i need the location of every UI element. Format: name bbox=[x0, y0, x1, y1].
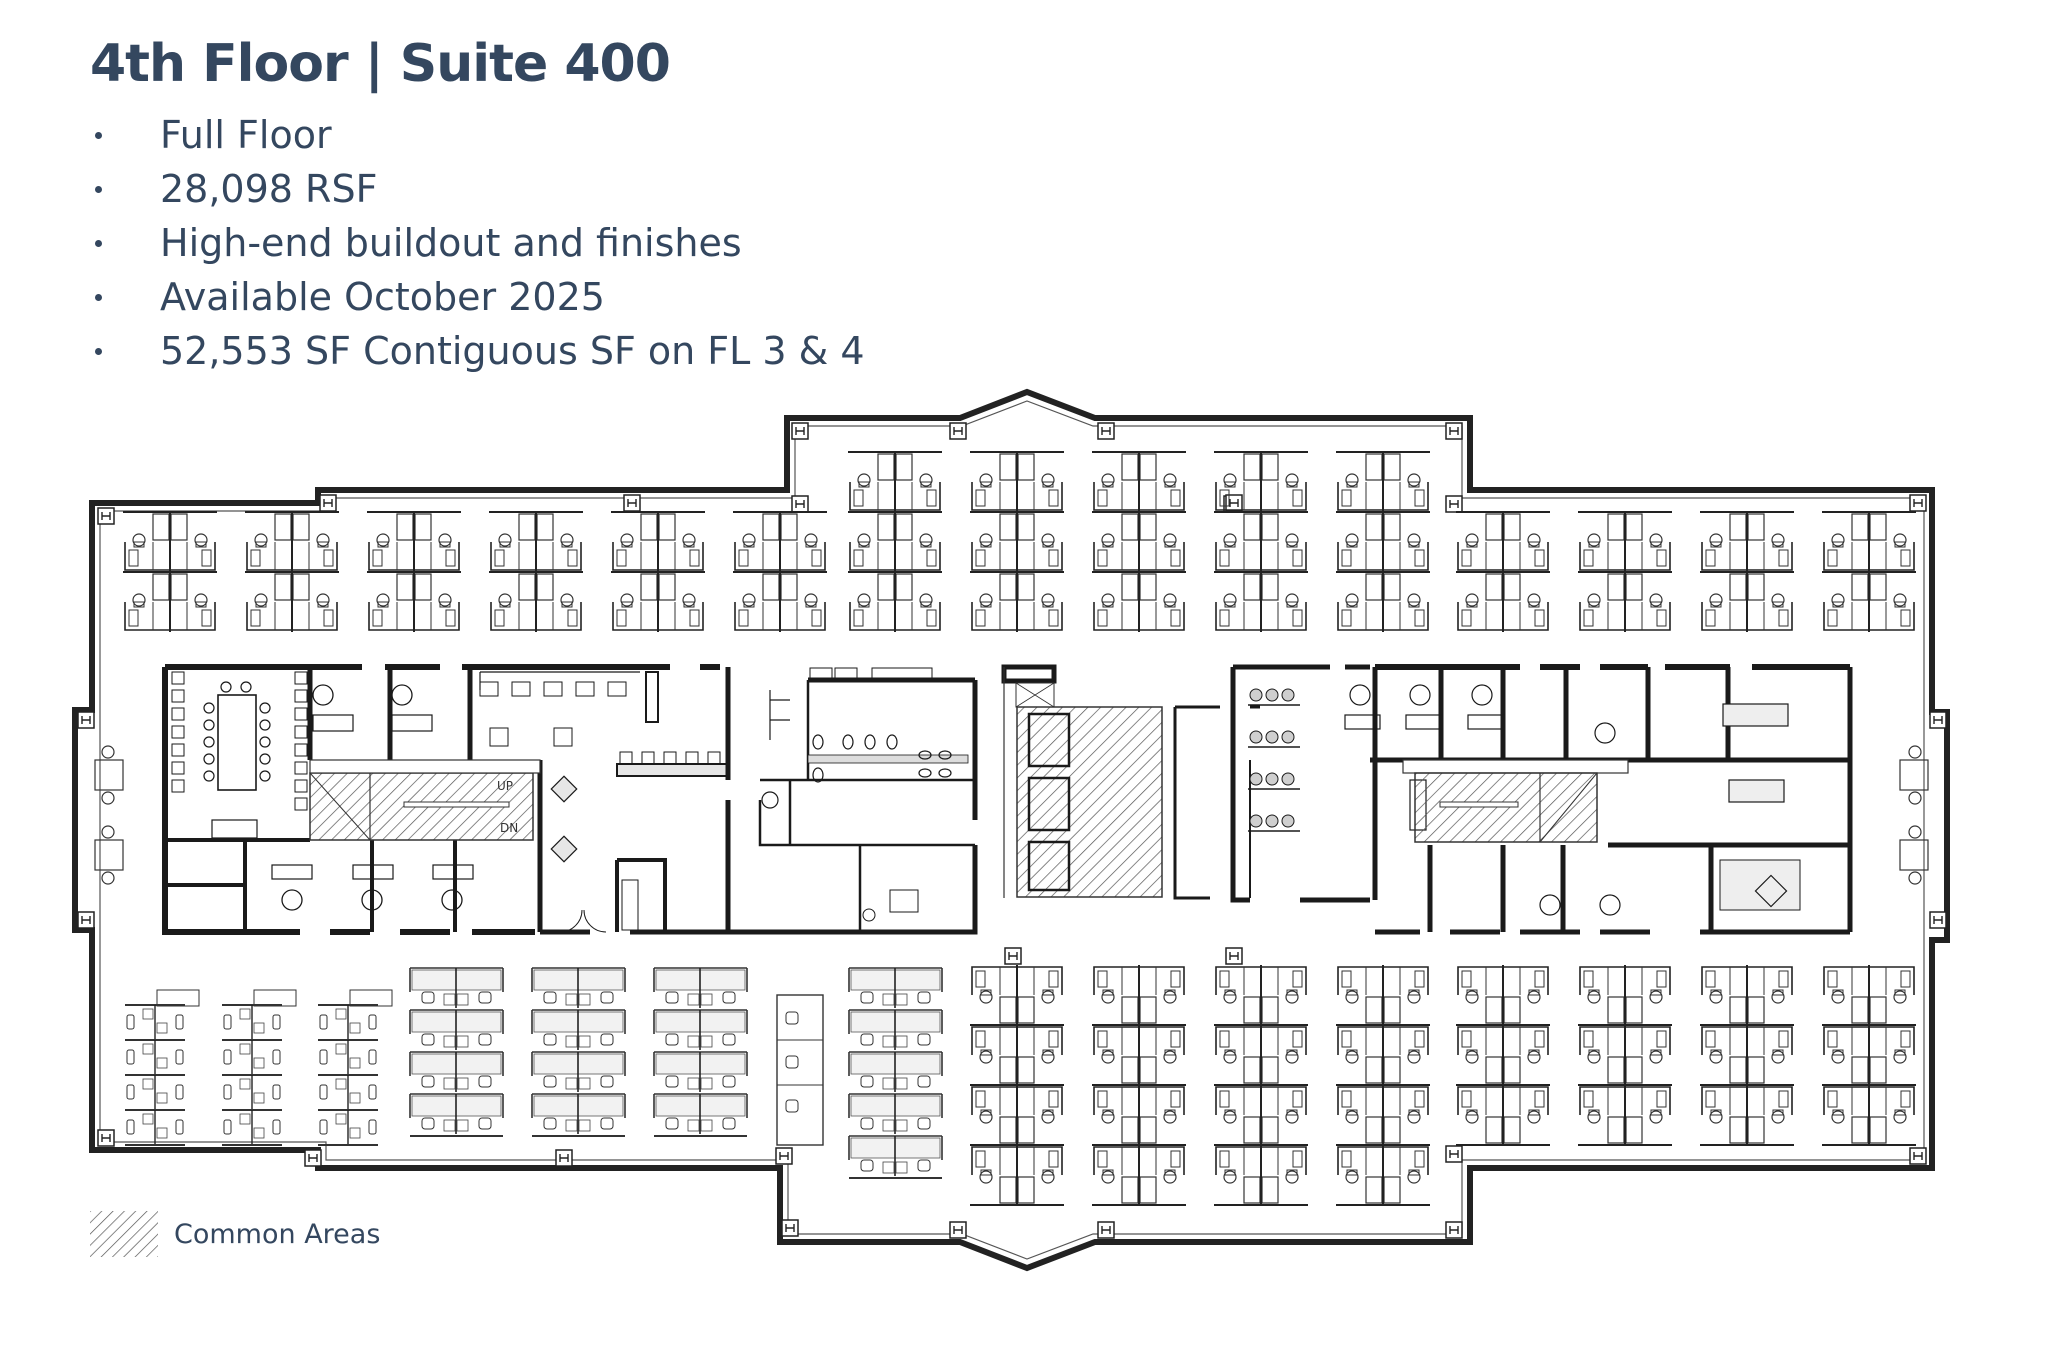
bullet-icon bbox=[95, 348, 102, 355]
feature-text: High-end buildout and finishes bbox=[160, 221, 742, 265]
core-right bbox=[1173, 664, 1853, 935]
common-area-elevator-core bbox=[1001, 664, 1163, 898]
bullet-icon bbox=[95, 186, 102, 193]
feature-item: 28,098 RSF bbox=[92, 162, 865, 216]
feature-list: Full Floor 28,098 RSF High-end buildout … bbox=[92, 108, 865, 378]
page-title: 4th Floor | Suite 400 bbox=[90, 34, 671, 94]
feature-text: Full Floor bbox=[160, 113, 332, 157]
feature-item: High-end buildout and finishes bbox=[92, 216, 865, 270]
bullet-icon bbox=[95, 240, 102, 247]
core-left bbox=[162, 664, 760, 935]
workstations-top-center bbox=[847, 451, 1431, 633]
core-middle bbox=[725, 667, 978, 935]
feature-item: Available October 2025 bbox=[92, 270, 865, 324]
workstations-top-left bbox=[122, 511, 828, 633]
legend-label: Common Areas bbox=[174, 1218, 381, 1250]
common-area-left-stair: UP DN bbox=[309, 759, 541, 841]
side-workstations bbox=[94, 745, 1929, 885]
common-area-right-stair bbox=[1402, 759, 1629, 843]
bullet-icon bbox=[95, 294, 102, 301]
feature-item: 52,553 SF Contiguous SF on FL 3 & 4 bbox=[92, 324, 865, 378]
bullet-icon bbox=[95, 132, 102, 139]
stair-up-label: UP bbox=[497, 779, 513, 793]
benching-bottom-left bbox=[124, 967, 943, 1179]
diagonal-hatch-icon bbox=[90, 1211, 158, 1257]
feature-text: Available October 2025 bbox=[160, 275, 605, 319]
feature-text: 28,098 RSF bbox=[160, 167, 378, 211]
stair-down-label: DN bbox=[500, 821, 518, 835]
legend: Common Areas bbox=[90, 1210, 380, 1258]
workstations-top-right bbox=[1455, 511, 1917, 633]
feature-item: Full Floor bbox=[92, 108, 865, 162]
feature-text: 52,553 SF Contiguous SF on FL 3 & 4 bbox=[160, 329, 865, 373]
